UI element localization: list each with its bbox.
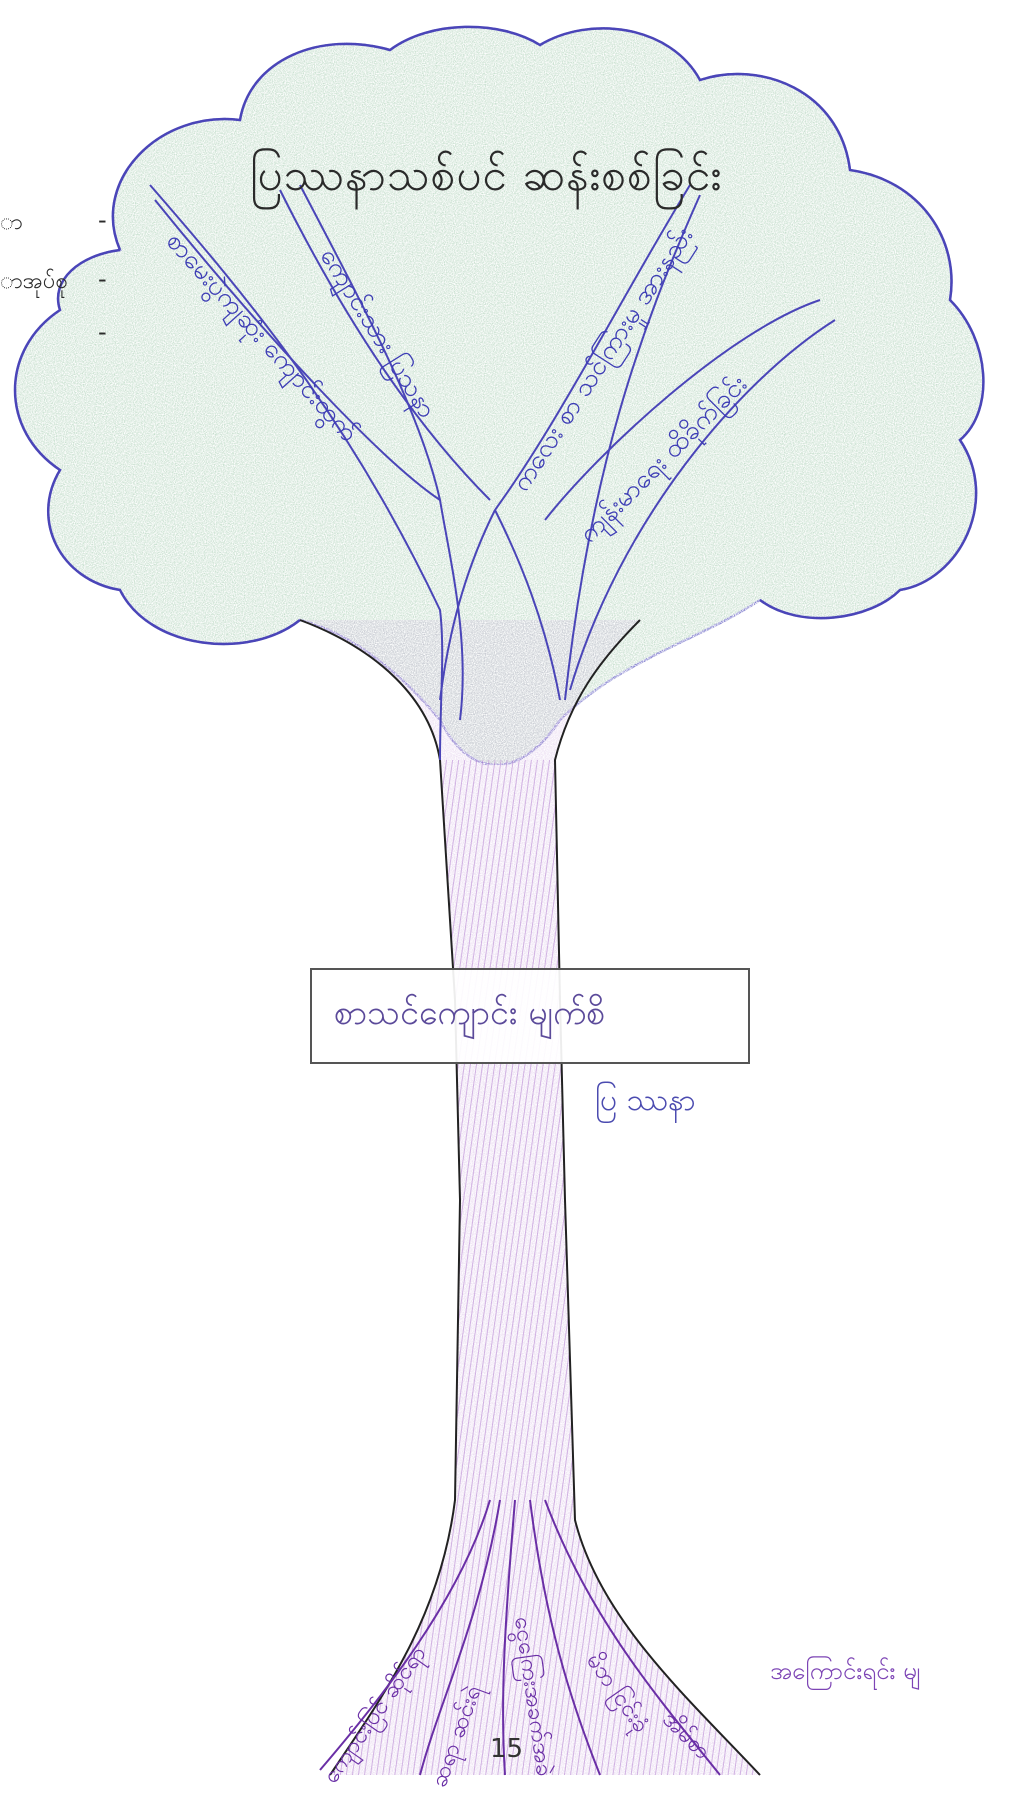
- problem-sub-label: ပြ ဿနာ: [595, 1080, 696, 1125]
- root-cause-side-label: အကြောင်းရင်း မျ: [770, 1655, 921, 1691]
- tree-trunk-hatch: [330, 760, 760, 1775]
- central-problem-box: စာသင်ကျောင်း မျက်စိ: [310, 968, 750, 1064]
- page-number: 15: [490, 1734, 523, 1764]
- margin-dash: -: [98, 206, 107, 234]
- margin-dash: -: [98, 265, 107, 293]
- margin-text: ာ: [0, 207, 23, 240]
- page-title: ပြဿနာသစ်ပင် ဆန်းစစ်ခြင်း: [250, 148, 722, 212]
- margin-text: ာအုပ်စု: [0, 266, 68, 299]
- margin-dash: -: [98, 318, 107, 346]
